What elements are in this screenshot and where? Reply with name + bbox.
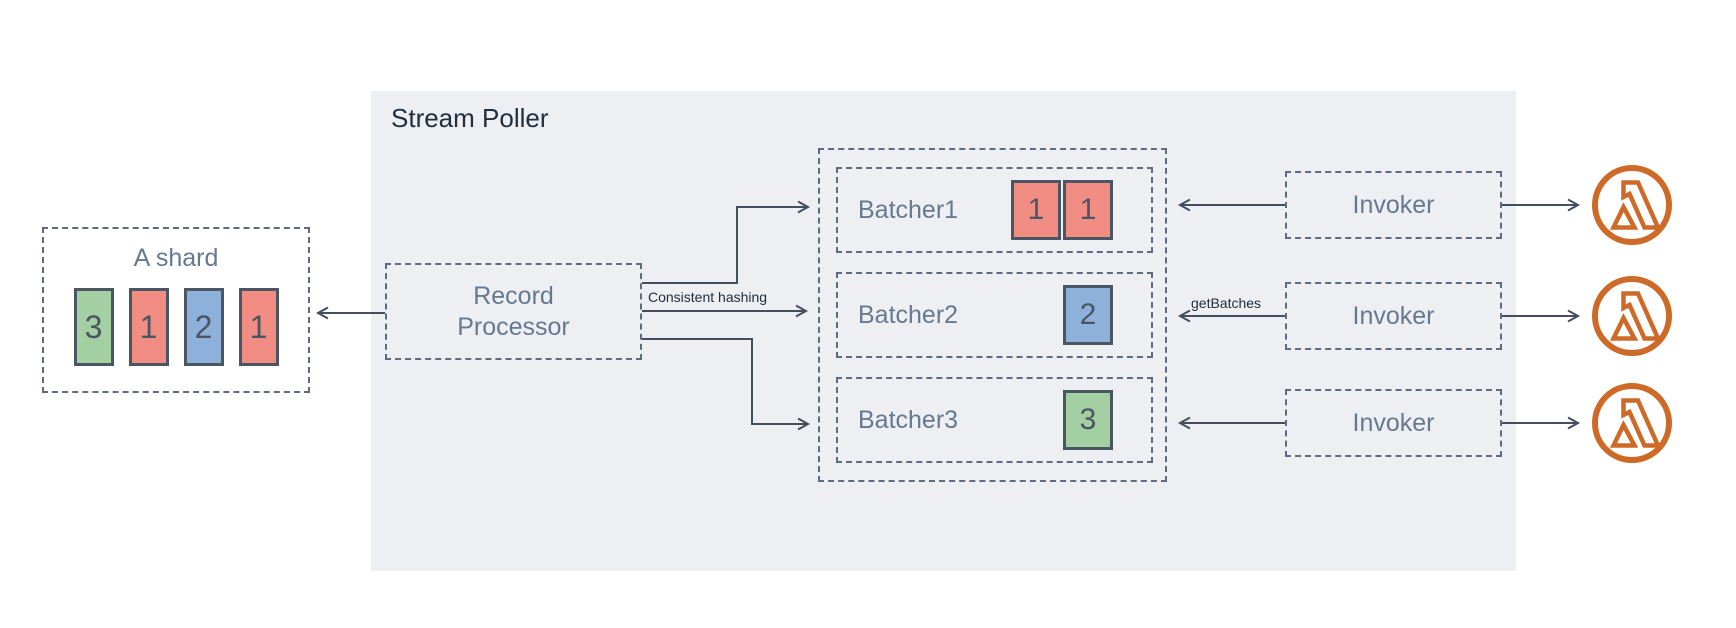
batch-record-square: 2 [1063,285,1113,345]
invoker3-box: Invoker [1285,389,1502,457]
aws-lambda-icon [1592,165,1672,245]
record-square: 3 [73,288,114,366]
batcher2-box: Batcher2 2 [836,272,1153,358]
shard-title: A shard [133,244,219,272]
invoker1-label: Invoker [1352,190,1435,219]
shard-box: A shard 3 1 2 1 [42,227,310,393]
batcher1-records: 1 1 [1011,180,1113,240]
batcher2-label: Batcher2 [858,300,959,329]
getbatches-label: getBatches [1191,295,1262,311]
batcher2-records: 2 [1063,285,1113,345]
record-processor-box: Record Processor [385,263,642,360]
batcher3-records: 3 [1063,390,1113,450]
batcher1-label: Batcher1 [858,195,959,224]
consistent-hashing-label: Consistent hashing [648,289,768,305]
record-processor-label-line1: Record [473,281,554,310]
shard-records-row: 3 1 2 1 [44,288,308,366]
batcher1-box: Batcher1 1 1 [836,167,1153,253]
batchers-group-box [818,148,1167,482]
record-processor-label-line2: Processor [457,312,570,341]
batch-record-square: 1 [1063,180,1113,240]
arrow-recordprocessor-to-batcher3 [642,338,811,431]
arrow-recordprocessor-to-batcher1 [642,200,811,284]
batch-record-square: 3 [1063,390,1113,450]
invoker2-label: Invoker [1352,301,1435,330]
batcher3-box: Batcher3 3 [836,377,1153,463]
record-square: 1 [128,288,169,366]
invoker3-label: Invoker [1352,408,1435,437]
record-square: 2 [183,288,224,366]
aws-lambda-icon [1592,276,1672,356]
invoker1-box: Invoker [1285,171,1502,239]
batch-record-square: 1 [1011,180,1061,240]
aws-lambda-icon [1592,383,1672,463]
batcher3-label: Batcher3 [858,405,959,434]
stream-poller-title: Stream Poller [391,103,549,133]
invoker2-box: Invoker [1285,282,1502,350]
record-square: 1 [238,288,279,366]
